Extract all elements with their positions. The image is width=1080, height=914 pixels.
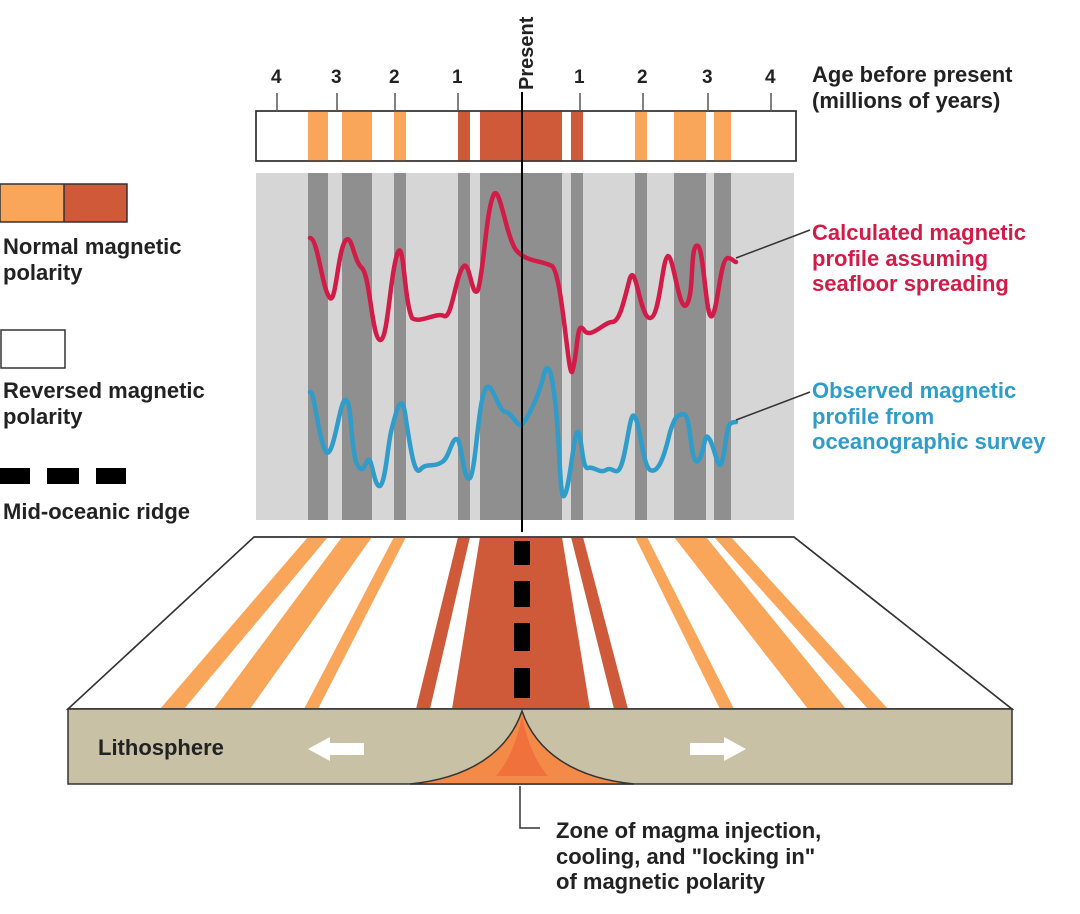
- observed-profile-curve: [307, 365, 739, 499]
- legend-ridge-label: Mid-oceanic ridge: [3, 499, 191, 524]
- tick-label-right-2: 2: [637, 67, 648, 88]
- polarity-bar: [255, 93, 797, 162]
- legend-reversed-line1: Reversed magnetic: [3, 378, 205, 403]
- calculated-line2: profile assuming: [812, 245, 989, 271]
- tick-label-left-1: 1: [452, 67, 463, 88]
- tick-label-right-1: 1: [574, 67, 585, 88]
- observed-line2: profile from: [812, 403, 935, 429]
- legend-reversed-label: Reversed magnetic polarity: [3, 378, 205, 429]
- calculated-profile-curve: [307, 191, 739, 375]
- axis-title-line2: (millions of years): [812, 87, 1001, 113]
- present-label: Present: [516, 16, 538, 90]
- tick-label-left-3: 3: [331, 67, 342, 88]
- axis-title-line1: Age before present: [812, 62, 1013, 87]
- tick-label-left-4: 4: [271, 67, 282, 88]
- seafloor-block: [66, 536, 1015, 785]
- magma-line1: Zone of magma injection,: [556, 818, 822, 843]
- profile-panel: [256, 173, 794, 520]
- magma-line2: cooling, and "locking in": [556, 843, 816, 869]
- calculated-profile-label: Calculated magnetic profile assuming sea…: [812, 220, 1026, 297]
- axis-title: Age before present (millions of years): [812, 62, 1013, 113]
- legend-normal-label: Normal magnetic polarity: [3, 234, 182, 285]
- magma-line3: of magnetic polarity: [556, 869, 766, 895]
- observed-profile-label: Observed magnetic profile from oceanogra…: [812, 378, 1046, 455]
- tick-label-right-4: 4: [765, 67, 776, 88]
- lithosphere-label: Lithosphere: [98, 735, 224, 760]
- left-arrow-icon: [308, 737, 364, 761]
- legend-normal-line2: polarity: [3, 259, 83, 285]
- observed-line1: Observed magnetic: [812, 378, 1017, 403]
- tick-label-right-3: 3: [702, 67, 713, 88]
- tick-label-left-2: 2: [389, 67, 400, 88]
- legend-swatches: [0, 183, 128, 484]
- legend-normal-line1: Normal magnetic: [3, 234, 182, 259]
- magma-zone-label: Zone of magma injection, cooling, and "l…: [556, 818, 821, 895]
- calculated-line3: seafloor spreading: [812, 271, 1009, 297]
- ridge-dashes: [514, 541, 530, 698]
- calculated-line1: Calculated magnetic: [812, 220, 1026, 245]
- right-arrow-icon: [690, 737, 746, 761]
- legend-reversed-line2: polarity: [3, 403, 83, 429]
- observed-line3: oceanographic survey: [812, 429, 1046, 455]
